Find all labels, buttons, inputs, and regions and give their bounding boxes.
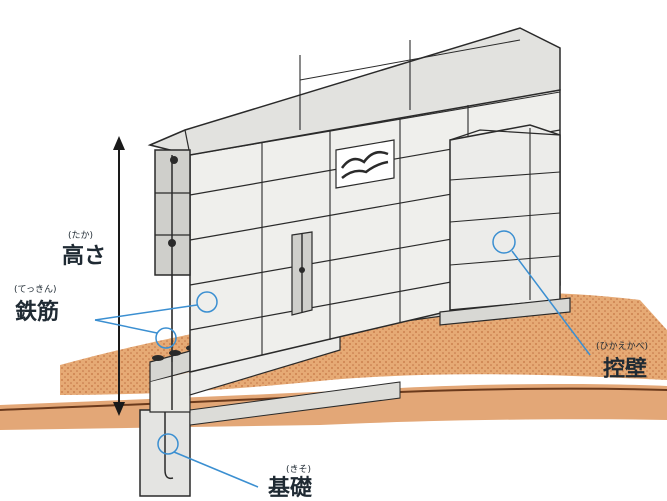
- wall-section-cut: [154, 149, 191, 410]
- lattice-block: [335, 139, 395, 189]
- height-label: 高さ: [62, 244, 107, 269]
- height-ruby: (たか): [68, 231, 94, 241]
- callouts: [94, 230, 591, 488]
- rebar-ruby: (てっきん): [14, 285, 57, 295]
- buttress-label: 控壁: [603, 357, 648, 382]
- buttress: [439, 124, 571, 326]
- height-arrow: [113, 136, 125, 416]
- foundation-label: 基礎: [268, 476, 313, 501]
- foundation-ruby: (きそ): [286, 465, 312, 475]
- buttress-ruby: (ひかえかべ): [596, 342, 649, 352]
- rebar-slot: [291, 231, 313, 316]
- rebar-label: 鉄筋: [15, 300, 60, 325]
